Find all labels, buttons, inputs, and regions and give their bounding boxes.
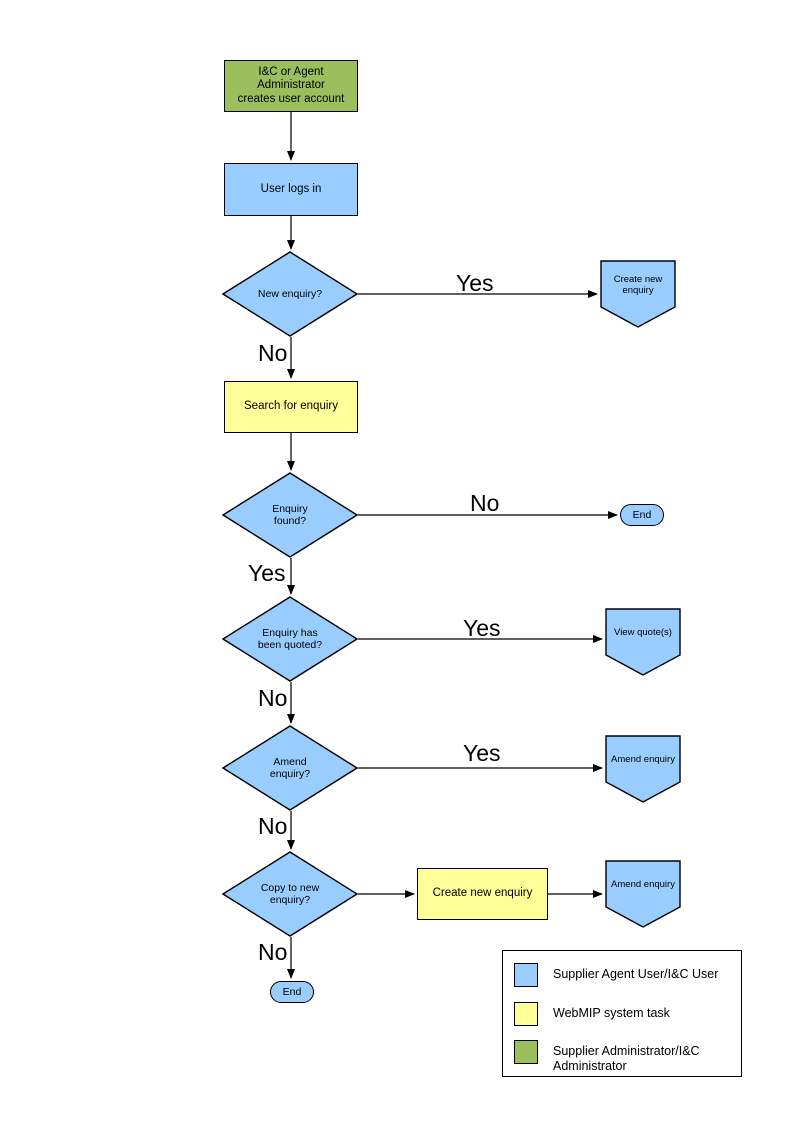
- node-label: End: [282, 985, 302, 998]
- diamond-shape: [222, 251, 358, 337]
- diamond-shape: [222, 596, 358, 682]
- edge-label-new-enquiry-yes: Yes: [456, 270, 494, 296]
- node-amend-enquiry-manual-2[interactable]: Amend enquiry: [605, 860, 681, 928]
- legend-item-supplier-agent-user: Supplier Agent User/I&C User: [514, 963, 718, 987]
- node-label: Create new enquiry: [432, 887, 533, 900]
- edge-label-new-enquiry-no: No: [258, 340, 288, 366]
- edge-label-quoted-no: No: [258, 685, 288, 711]
- node-label: Enquiry has been quoted?: [257, 626, 323, 651]
- node-label: Copy to new enquiry?: [260, 881, 320, 906]
- node-end-terminator-2[interactable]: End: [270, 981, 314, 1003]
- node-end-terminator-1[interactable]: End: [620, 504, 664, 526]
- node-copy-to-new-enquiry-decision[interactable]: Copy to new enquiry?: [222, 851, 358, 937]
- pentagon-shape: [600, 260, 676, 328]
- pentagon-shape: [605, 608, 681, 676]
- pentagon-shape: [605, 860, 681, 928]
- edge-label-enquiry-found-no: No: [470, 490, 500, 516]
- node-amend-enquiry-decision[interactable]: Amend enquiry?: [222, 725, 358, 811]
- legend-label: Supplier Agent User/I&C User: [553, 967, 719, 981]
- node-label: Search for enquiry: [244, 400, 338, 413]
- legend-label: WebMIP system task: [553, 1006, 670, 1020]
- node-admin-creates-account[interactable]: I&C or Agent Administrator creates user …: [224, 60, 358, 112]
- edge-label-amend-yes: Yes: [463, 740, 501, 766]
- diamond-shape: [222, 725, 358, 811]
- node-label: End: [632, 508, 652, 521]
- node-label: Amend enquiry?: [269, 755, 311, 780]
- edge-label-amend-no: No: [258, 813, 288, 839]
- edge-label-quoted-yes: Yes: [463, 615, 501, 641]
- node-amend-enquiry-manual-1[interactable]: Amend enquiry: [605, 735, 681, 803]
- legend-item-webmip-system-task: WebMIP system task: [514, 1002, 670, 1026]
- node-enquiry-quoted-decision[interactable]: Enquiry has been quoted?: [222, 596, 358, 682]
- legend-swatch-green-icon: [514, 1040, 538, 1064]
- legend-label: Supplier Administrator/I&C Administrator: [553, 1044, 700, 1073]
- diamond-shape: [222, 472, 358, 558]
- node-enquiry-found-decision[interactable]: Enquiry found?: [222, 472, 358, 558]
- node-label: Amend enquiry: [611, 754, 675, 766]
- node-label: Amend enquiry: [611, 879, 675, 891]
- node-label: New enquiry?: [257, 287, 323, 300]
- legend-swatch-yellow-icon: [514, 1002, 538, 1026]
- node-label: View quote(s): [614, 627, 672, 639]
- node-search-for-enquiry[interactable]: Search for enquiry: [224, 381, 358, 433]
- node-user-logs-in[interactable]: User logs in: [224, 163, 358, 216]
- node-create-new-enquiry-system[interactable]: Create new enquiry: [417, 868, 548, 920]
- node-create-new-enquiry-manual[interactable]: Create new enquiry: [600, 260, 676, 328]
- node-new-enquiry-decision[interactable]: New enquiry?: [222, 251, 358, 337]
- edge-label-copy-no: No: [258, 939, 288, 965]
- node-label: User logs in: [260, 182, 322, 195]
- node-label: I&C or Agent Administrator creates user …: [237, 65, 345, 105]
- node-label: Create new enquiry: [613, 273, 663, 296]
- node-view-quotes-manual[interactable]: View quote(s): [605, 608, 681, 676]
- legend-swatch-blue-icon: [514, 963, 538, 987]
- legend-item-supplier-administrator: Supplier Administrator/I&C Administrator: [514, 1040, 700, 1074]
- legend: Supplier Agent User/I&C User WebMIP syst…: [502, 950, 742, 1077]
- node-label: Enquiry found?: [272, 502, 308, 527]
- edge-label-enquiry-found-yes: Yes: [248, 560, 286, 586]
- pentagon-shape: [605, 735, 681, 803]
- diamond-shape: [222, 851, 358, 937]
